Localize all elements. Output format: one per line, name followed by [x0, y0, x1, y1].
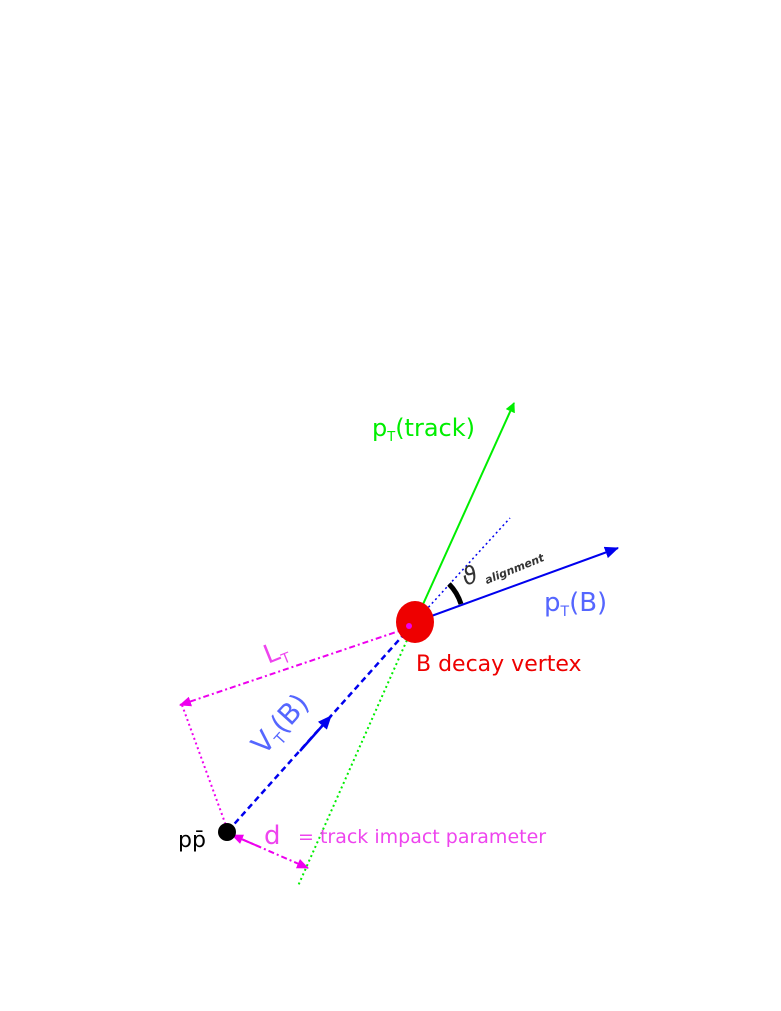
pp-bar-label: pp̄	[178, 828, 206, 853]
pt-track-label: pT(track)	[372, 414, 475, 445]
alignment-angle-arc	[447, 582, 464, 605]
lt-arrow	[179, 627, 409, 707]
svg-text:ϑ: ϑ	[458, 560, 482, 592]
track-extension-line	[297, 621, 416, 887]
vt-label: VT(B)	[245, 687, 318, 763]
impact-parameter-label: = track impact parameter	[298, 826, 546, 848]
flight-direction-extension	[414, 517, 511, 623]
b-decay-vertex-marker	[396, 601, 434, 643]
vertex-center-dot	[406, 623, 412, 629]
pt-b-label: pT(B)	[544, 588, 607, 620]
b-decay-vertex-label: B decay vertex	[416, 652, 582, 677]
impact-parameter-arrow-back	[231, 834, 261, 848]
svg-text:VT(B): VT(B)	[245, 687, 318, 763]
primary-vertex-marker	[218, 823, 236, 841]
flight-vector-arrow	[299, 715, 332, 752]
d-label: d	[264, 821, 281, 851]
svg-text:alignment: alignment	[483, 551, 547, 587]
track-momentum-arrow	[414, 402, 515, 623]
lt-label: LT	[259, 634, 293, 673]
alignment-angle-label: ϑ alignment	[458, 551, 547, 592]
lt-perpendicular-line	[181, 704, 229, 832]
b-momentum-arrow	[414, 546, 619, 623]
svg-text:LT: LT	[259, 634, 293, 673]
